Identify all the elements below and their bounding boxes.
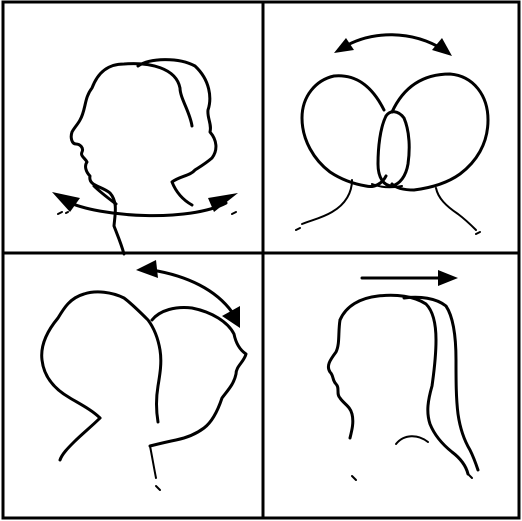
- neck-back: [150, 446, 156, 478]
- neck-left: [302, 180, 352, 224]
- front-head-profile: [71, 64, 192, 254]
- tilt-arrow-curve: [342, 35, 444, 50]
- neutral-head-profile: [340, 295, 468, 474]
- shoulder-tick-left: [352, 476, 356, 480]
- rotation-arrow-curve: [66, 201, 226, 216]
- rotation-arrow-left-head: [52, 192, 80, 212]
- shoulder-tick-left: [296, 228, 300, 230]
- panel-flexion-extension: [42, 260, 246, 490]
- clavicle-curve: [396, 436, 428, 444]
- flexion-arrow-curve: [152, 270, 232, 312]
- upright-head-outline: [378, 112, 409, 186]
- shifted-head-outline: [404, 297, 478, 470]
- left-tilted-head-outline: [302, 76, 386, 187]
- shoulder-mark-right: [232, 212, 236, 214]
- shoulder-tick: [156, 486, 160, 490]
- panel-rotation: [52, 60, 238, 254]
- neck-front: [60, 418, 100, 460]
- protraction-arrow-head: [438, 270, 458, 286]
- flexed-head-outline: [150, 308, 246, 447]
- shoulder-tick-right: [468, 474, 472, 478]
- upright-head-profile: [42, 292, 161, 422]
- panel-lateral-tilt: [296, 35, 488, 234]
- shoulder-mark-left: [58, 212, 68, 214]
- flexion-arrow-left-head: [136, 260, 158, 278]
- tilt-arrow-left-head: [334, 38, 354, 53]
- face-profile: [328, 320, 352, 438]
- shoulder-tick-right: [476, 232, 480, 234]
- tilt-arrow-right-head: [432, 38, 452, 56]
- panel-protraction: [328, 270, 478, 480]
- neck-right: [436, 188, 476, 230]
